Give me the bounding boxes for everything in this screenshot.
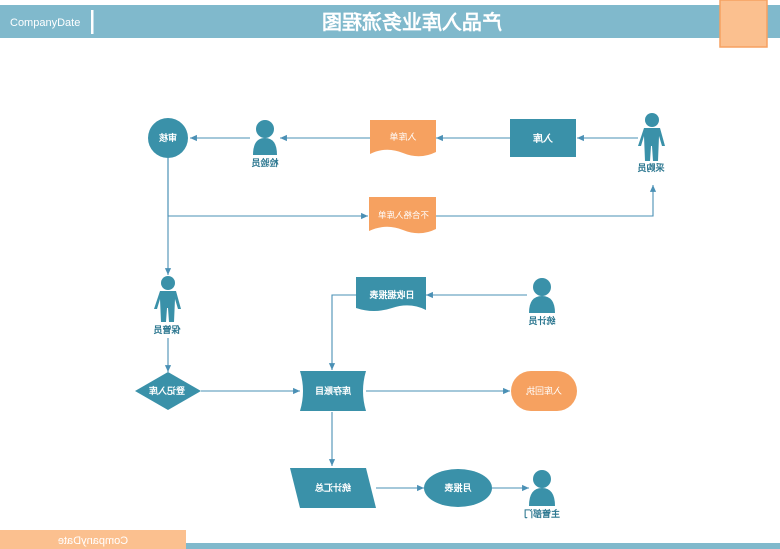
inbound-document: 入库单	[370, 120, 436, 157]
inspector-node: 检验员	[251, 120, 279, 169]
department-label: 主管部门	[524, 508, 560, 520]
reject-doc-label: 不合格入库单	[377, 210, 429, 221]
company-label-header: CompanyDate	[10, 17, 80, 29]
inbound-label: 入库	[533, 132, 553, 145]
person-bust-icon	[529, 278, 555, 313]
keeper-node: 保管员	[153, 276, 182, 336]
connector-reject-purchaser	[436, 185, 657, 217]
summary-label: 统计汇总	[315, 482, 351, 494]
register-decision: 登记入库	[135, 372, 201, 410]
connectors	[164, 134, 657, 492]
inbound-return-node: 入库回执	[511, 371, 577, 411]
connector-daily-ledger	[328, 294, 356, 370]
person-bust-icon	[529, 470, 555, 506]
monthly-report-node: 月报表	[424, 469, 492, 507]
daily-report-label: 日收据报表	[368, 289, 414, 301]
page-title: 产品入库业务流程图	[322, 10, 502, 34]
monthly-report-label: 月报表	[443, 482, 472, 494]
inbound-return-label: 入库回执	[526, 385, 562, 397]
department-node: 主管部门	[524, 470, 560, 520]
inspector-label: 检验员	[251, 157, 278, 169]
inbound-process: 入库	[510, 119, 576, 157]
review-node: 审核	[148, 118, 188, 158]
header-bar: CompanyDate 产品入库业务流程图	[0, 0, 780, 48]
reject-document: 不合格入库单	[369, 197, 436, 234]
summary-node: 统计汇总	[290, 468, 376, 508]
company-label-footer: CompanyDate	[58, 535, 128, 547]
footer-bar: CompanyDate	[0, 530, 780, 549]
purchaser-label: 采购员	[637, 162, 665, 174]
stock-ledger-label: 库存账目	[315, 385, 351, 397]
statistician-node: 统计员	[528, 278, 556, 327]
register-label: 登记入库	[149, 385, 186, 397]
review-label: 审核	[159, 132, 177, 144]
inbound-doc-label: 入库单	[389, 131, 416, 143]
stock-ledger-node: 库存账目	[300, 371, 366, 411]
purchaser-node: 采购员	[637, 113, 666, 174]
daily-report-document: 日收据报表	[356, 277, 426, 311]
statistician-label: 统计员	[528, 315, 555, 327]
person-icon	[154, 276, 181, 322]
keeper-label: 保管员	[153, 324, 181, 336]
person-bust-icon	[253, 120, 277, 155]
person-icon	[638, 113, 665, 161]
